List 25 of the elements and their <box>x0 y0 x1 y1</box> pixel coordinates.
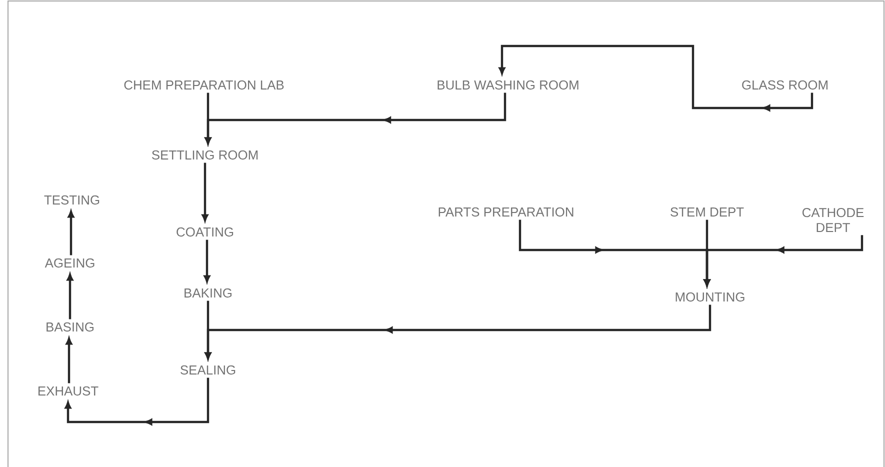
arrow <box>66 274 74 320</box>
arrow <box>204 304 712 360</box>
arrow <box>64 378 210 426</box>
step-label: BULB WASHING ROOM <box>438 80 578 90</box>
step-label: STEM DEPT <box>670 207 744 217</box>
step-label: CATHODE DEPT <box>802 208 864 232</box>
arrow <box>202 162 208 222</box>
step-label: SETTLING ROOM <box>152 150 258 160</box>
arrow <box>704 235 864 286</box>
step-label: CHEM PREPARATION LAB <box>124 80 284 90</box>
step-label: BAKING <box>184 288 232 298</box>
step-label: AGEING <box>44 258 94 268</box>
arrow <box>68 210 74 256</box>
step-label: GLASS ROOM <box>742 80 828 90</box>
step-label: SEALING <box>180 365 236 375</box>
arrow <box>204 92 212 144</box>
arrow <box>204 240 210 282</box>
arrow <box>498 44 814 112</box>
step-label: MOUNTING <box>676 292 744 302</box>
step-label: PARTS PREPARATION <box>438 207 574 217</box>
step-label: BASING <box>46 322 94 332</box>
arrow <box>66 338 72 384</box>
step-label: EXHAUST <box>38 386 98 396</box>
step-label: COATING <box>176 227 234 237</box>
step-label: TESTING <box>44 195 100 205</box>
